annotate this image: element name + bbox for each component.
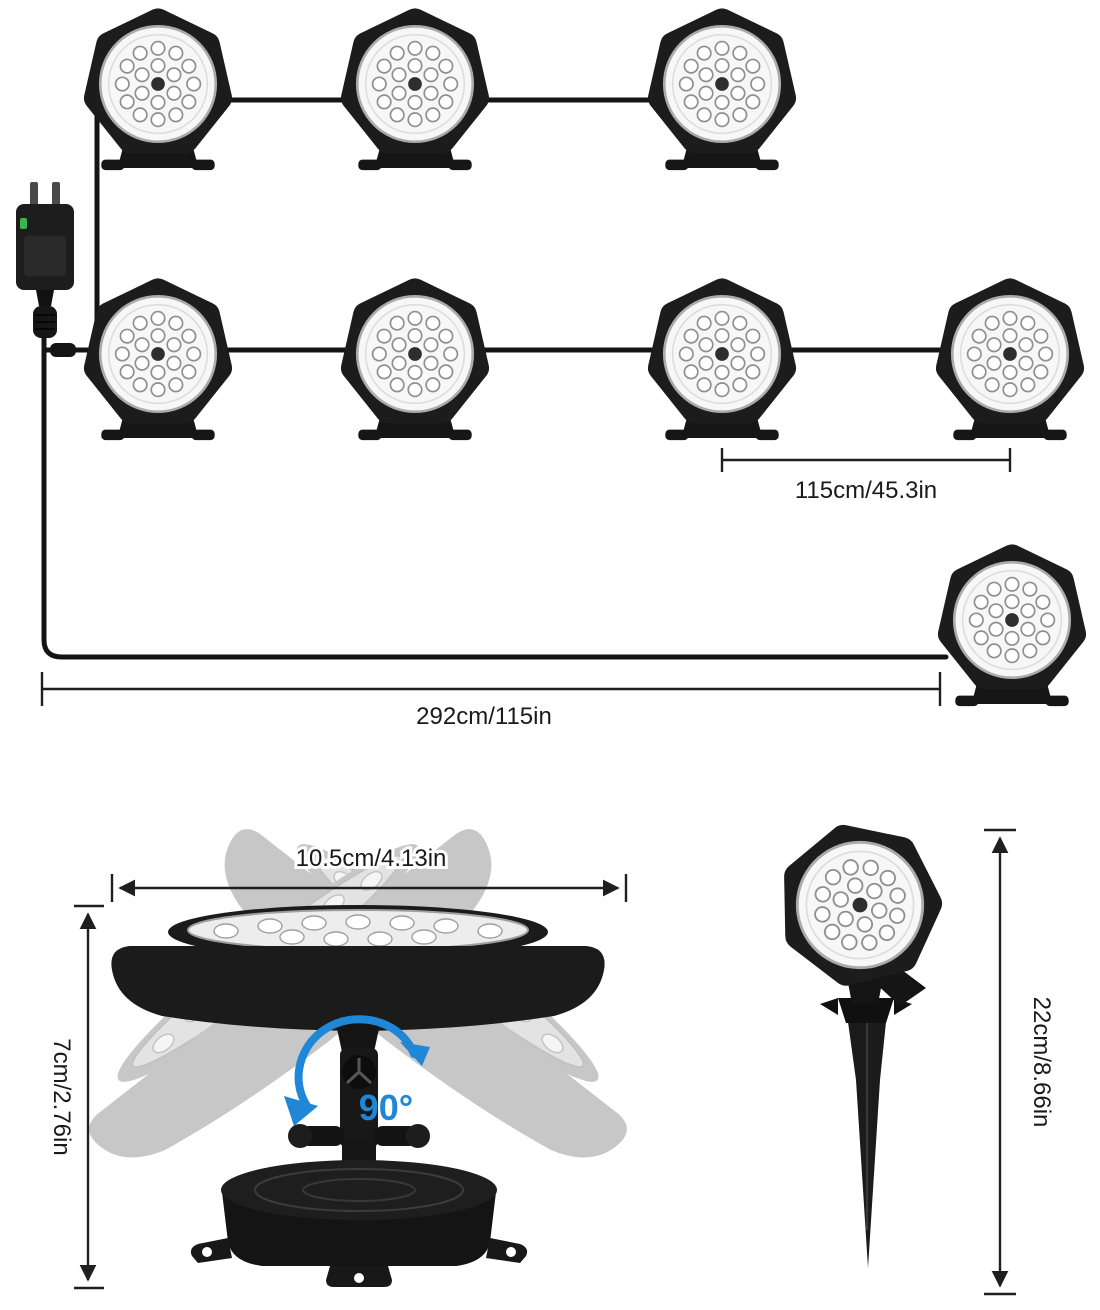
led-light-6 [661, 291, 784, 440]
barrel-ridges [35, 314, 55, 330]
head-width-dimension-label: 10.5cm/4.13in [296, 845, 447, 872]
power-adapter [16, 182, 74, 338]
collar-wing [820, 998, 838, 1015]
dimension-head-height: 7cm/2.76in [48, 904, 104, 1290]
total-length-dimension-label: 292cm/115in [416, 703, 552, 730]
led-light-3 [661, 21, 784, 170]
tilt-detail-view: 90° 10.5cm/4.13in 7cm/2.76in [48, 789, 659, 1290]
rotation-angle-label: 90° [359, 1087, 413, 1128]
adapter-neck [36, 290, 54, 306]
plug-prong-icon [30, 182, 38, 206]
dimension-total-length: 292cm/115in [40, 672, 942, 730]
power-cable-bottom-run [41, 333, 949, 660]
led-light-4 [97, 291, 220, 440]
led-light-2 [354, 21, 477, 170]
indicator-led-icon [20, 218, 27, 229]
led-light-1 [97, 21, 220, 170]
plug-prong-icon [52, 182, 60, 206]
cable-connector-sleeve [50, 343, 76, 357]
light-side-view [111, 905, 605, 1031]
hinge-mark-icon [345, 1058, 373, 1085]
stake-height-dimension-label: 22cm/8.66in [1028, 997, 1055, 1128]
head-height-dimension-label: 7cm/2.76in [48, 1038, 75, 1155]
light-string-top-row [97, 21, 784, 170]
spacing-dimension-label: 115cm/45.3in [795, 477, 937, 504]
dimension-stake-height: 22cm/8.66in [984, 828, 1055, 1296]
stake-detail-view: 22cm/8.66in [779, 822, 1055, 1296]
stake-light-head [779, 822, 940, 981]
led-light-7 [949, 291, 1072, 440]
light-string-middle-row [97, 291, 1072, 440]
round-base [190, 1160, 528, 1287]
led-light-8 [951, 557, 1074, 706]
dimension-head-width: 10.5cm/4.13in [110, 842, 628, 902]
rotation-arrow-icon [284, 1015, 430, 1126]
stake-collar [838, 998, 894, 1023]
led-light-5 [354, 291, 477, 440]
adapter-label-area [24, 236, 66, 276]
dimension-spacing: 115cm/45.3in [720, 448, 1012, 504]
rotation-hinge [288, 1024, 430, 1178]
